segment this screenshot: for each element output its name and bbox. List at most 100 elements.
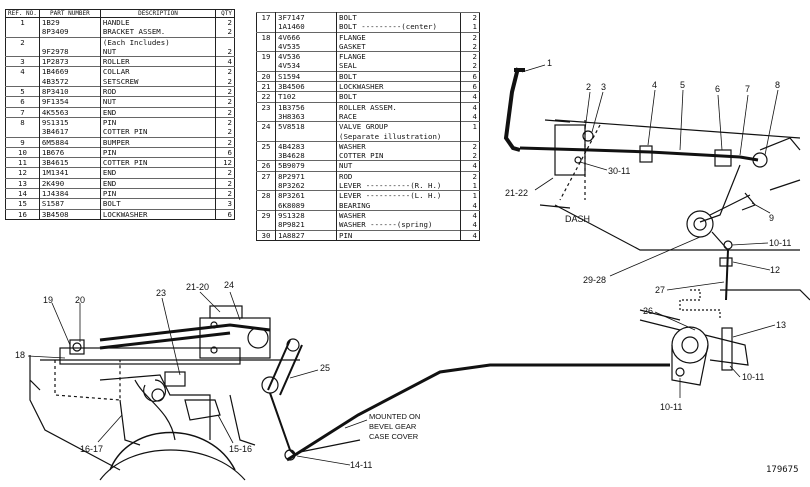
callout-10-11-lower: 10-11 <box>660 402 682 412</box>
rib-curve <box>134 379 176 441</box>
part-number-cell: S1594 <box>275 70 337 82</box>
callout-21-22: 21-22 <box>505 188 528 198</box>
qty-cell: 2 <box>215 116 235 128</box>
description-cell: BOLT <box>336 70 461 82</box>
ref-cell: 25 <box>256 140 276 152</box>
case-hidden <box>54 360 121 401</box>
ref-cell: 12 <box>5 167 40 179</box>
qty-cell: 2 <box>215 167 235 179</box>
description-cell: WASHER ------(spring) <box>339 220 433 230</box>
frame-dashed <box>679 289 721 320</box>
part-number-cell <box>275 131 337 142</box>
callout-18: 18 <box>15 350 25 360</box>
rod-end-pin <box>723 240 733 250</box>
qty-cell: 1 <box>460 181 480 191</box>
qty-cell: 2 <box>460 170 480 182</box>
lever-25-top <box>286 338 300 352</box>
dash-right-edge <box>759 137 801 191</box>
description-cell: COTTER PIN <box>102 127 148 137</box>
description-cell: FLANGE <box>336 51 461 62</box>
description-cell: END <box>100 106 216 118</box>
description-cell: LOCKWASHER <box>100 208 216 220</box>
table-row: 2(Each Includes) <box>5 36 235 47</box>
roller-assem <box>164 371 186 387</box>
description-cell: NUT <box>336 160 461 172</box>
part-number-cell: 4B3572 <box>39 76 101 87</box>
leader <box>161 297 181 376</box>
valve-top <box>209 305 243 319</box>
description-cell: COTTER PIN <box>100 157 216 168</box>
callout-14-11: 14-11 <box>350 460 372 470</box>
leader <box>591 91 604 133</box>
qty-cell: 2 <box>215 106 235 118</box>
pin-14 <box>284 449 296 461</box>
leader <box>534 177 554 191</box>
collar <box>639 145 653 163</box>
callout-5: 5 <box>680 80 685 90</box>
leader <box>579 161 608 171</box>
rod-end-12 <box>719 257 733 267</box>
bracket-15-16 <box>184 399 221 421</box>
callout-2: 2 <box>586 82 591 92</box>
callout-7: 7 <box>745 84 750 94</box>
qty-cell: 2 <box>460 151 480 161</box>
rod-end-13 <box>721 327 733 371</box>
qty-cell: 2 <box>215 96 235 108</box>
description-cell: LEVER ----------(R. H.) <box>339 181 442 191</box>
transmission-assembly <box>29 305 361 481</box>
qty-cell: 4 <box>460 229 480 241</box>
lever-arm-13 <box>704 334 749 366</box>
part-number-cell: 8P3410 <box>39 86 101 97</box>
qty-cell: 2 <box>215 136 235 148</box>
part-number-cell: 8P2971 <box>275 170 337 182</box>
ref-cell: 19 <box>256 51 276 62</box>
frame-top <box>720 289 810 301</box>
ref-cell <box>256 200 276 211</box>
description-cell: ROD <box>100 86 216 97</box>
leader <box>717 94 723 151</box>
qty-cell: 6 <box>215 146 235 158</box>
qty-cell: 4 <box>460 209 480 221</box>
ref-cell: 3 <box>5 56 40 67</box>
qty-cell: 1 <box>460 190 480 201</box>
leader <box>679 89 684 151</box>
qty-cell: 1 <box>460 121 480 132</box>
part-number-cell: 1B29 <box>39 17 101 28</box>
part-number-cell: 1B676 <box>39 146 101 158</box>
header-qty: QTY <box>215 9 235 18</box>
bearing-bore <box>681 336 699 354</box>
description-cell: SETSCREW <box>102 76 139 86</box>
qty-cell: 2 <box>215 66 235 77</box>
description-cell: SEAL <box>339 61 357 71</box>
qty-cell: 2 <box>215 127 235 138</box>
leader <box>739 94 749 156</box>
callout-29-28: 29-28 <box>583 275 606 285</box>
callout-4: 4 <box>652 80 657 90</box>
ref-cell: 29 <box>256 209 276 221</box>
table-row: (Separate illustration) <box>256 131 480 142</box>
qty-cell: 2 <box>460 31 480 42</box>
leader <box>199 291 221 313</box>
bracket-pin <box>574 156 582 164</box>
part-number-cell: 8P3409 <box>39 27 101 38</box>
part-number-cell: 1J4384 <box>39 188 101 199</box>
ref-cell: 28 <box>256 190 276 201</box>
ref-cell: 9 <box>5 136 40 148</box>
